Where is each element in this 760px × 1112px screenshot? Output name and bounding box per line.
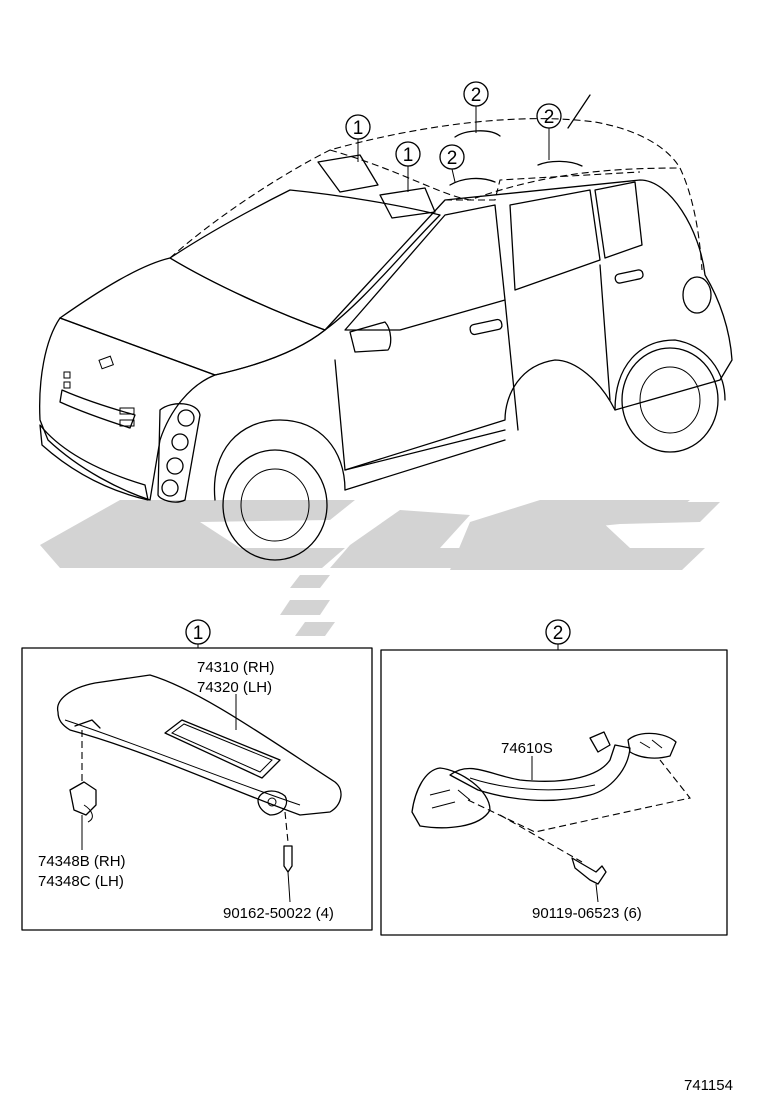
rear-door-handle: [614, 269, 644, 284]
roof-outline: [169, 118, 681, 259]
quarter-window: [594, 181, 643, 259]
holder-rh-label: 74348B (RH): [38, 853, 126, 870]
front-slots: [63, 371, 135, 427]
sun-visor-frame: [21, 647, 373, 931]
svg-text:1: 1: [353, 118, 364, 139]
front-wheel-hub: [240, 468, 310, 542]
roof-rear-edge: [679, 167, 703, 271]
callout-2-top: 2: [463, 81, 489, 133]
rear-wheel: [621, 347, 719, 453]
visor-holder: [69, 781, 97, 816]
windshield: [169, 189, 441, 331]
grip-bracket-right: [589, 731, 611, 753]
rear-lamp: [682, 276, 712, 314]
rear-wheel-hub: [639, 366, 701, 434]
callout-1-right: 1: [395, 141, 421, 192]
door-line-middle: [504, 299, 519, 431]
visor-pivot-bracket: [257, 790, 288, 816]
grip-bolt: [571, 857, 607, 885]
overview-callouts: 1 1 2 2 2: [345, 81, 562, 192]
front-grille: [59, 389, 136, 429]
callout-2-middle: 2: [439, 144, 465, 183]
assist-grip-location-c: [537, 160, 583, 167]
rocker-panel: [344, 429, 506, 491]
watermark-logo: [40, 500, 720, 636]
assist-grip-location-b: [449, 177, 496, 186]
hood: [59, 257, 326, 376]
sun-visor-right-location: [379, 187, 436, 219]
assist-grip-frame: [380, 649, 728, 936]
body-side: [214, 179, 733, 471]
vanity-mirror-inner: [171, 723, 273, 773]
visor-lh-label: 74320 (LH): [197, 679, 272, 696]
holder-lh-label: 74348C (LH): [38, 873, 124, 890]
door-line-front: [334, 359, 346, 471]
visor-rh-label: 74310 (RH): [197, 659, 275, 676]
svg-text:2: 2: [544, 107, 555, 128]
grip-bolt-label: 90119-06523 (6): [532, 905, 642, 922]
front-bumper-lower: [39, 424, 149, 501]
visor-screw: [283, 845, 293, 873]
rear-door-window: [509, 189, 601, 291]
grip-clip: [627, 732, 677, 759]
vanity-mirror: [164, 719, 281, 779]
side-mirror: [349, 321, 392, 353]
svg-text:2: 2: [471, 85, 482, 106]
svg-text:2: 2: [447, 148, 458, 169]
antenna: [567, 94, 591, 129]
callout-2-right: 2: [536, 103, 562, 160]
sun-visor-edge: [64, 719, 301, 806]
sun-visor-panel: 1 74310 (RH) 74320 (LH) 74348B (RH) 7434…: [21, 619, 373, 931]
front-emblem: [98, 355, 114, 370]
door-line-rear: [599, 264, 611, 401]
assist-grip: [449, 744, 631, 802]
roof-inner-line: [329, 149, 681, 201]
assist-grip-panel-ref: 2: [553, 623, 564, 644]
assist-grip-panel: 2 74610S 90119-06523 (6): [380, 619, 728, 936]
visor-screw-label: 90162-50022 (4): [223, 905, 334, 922]
front-door-handle: [469, 318, 503, 336]
side-rail-line: [445, 171, 641, 201]
svg-text:1: 1: [403, 145, 414, 166]
rear-wheel-arch: [614, 339, 726, 411]
fog-lamp-cluster: [157, 403, 201, 503]
assist-grip-location-a: [454, 130, 501, 138]
front-wheel: [222, 449, 328, 561]
front-fascia: [39, 317, 216, 501]
vehicle-overview: [39, 94, 733, 561]
visor-clip-slot: [74, 719, 101, 729]
grip-label: 74610S: [501, 740, 553, 757]
front-wheel-arch: [213, 419, 346, 501]
figure-id: 741154: [684, 1077, 733, 1094]
sun-visor-left-location: [317, 154, 379, 193]
sun-visor-panel-ref: 1: [193, 623, 204, 644]
grip-bracket-left: [411, 767, 491, 829]
front-door-window: [344, 204, 506, 331]
callout-1-left: 1: [345, 114, 371, 162]
sun-visor: [57, 674, 342, 816]
